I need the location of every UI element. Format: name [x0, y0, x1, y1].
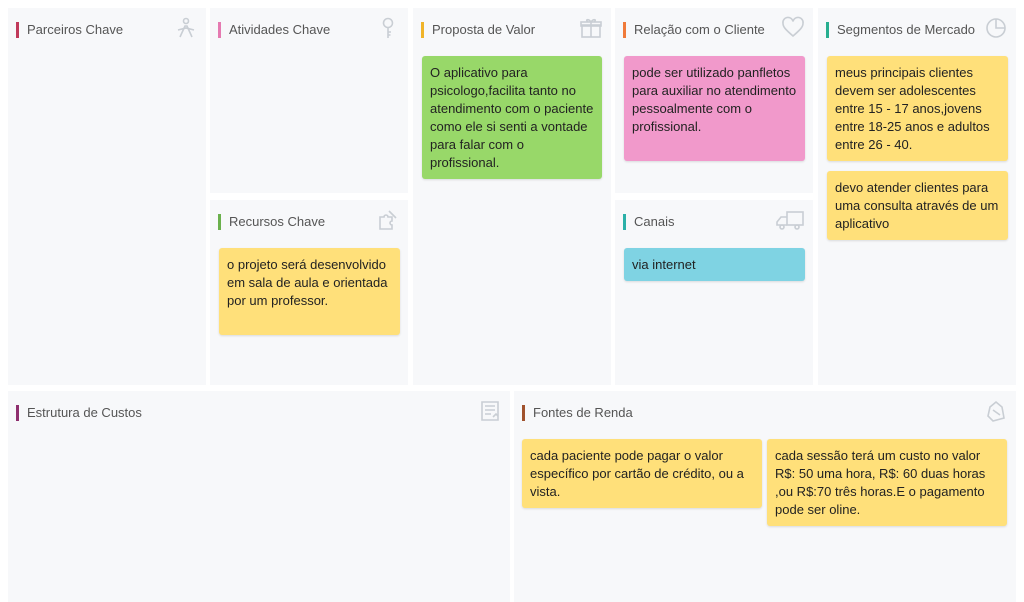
block-title: Atividades Chave: [218, 22, 330, 38]
block-value-proposition[interactable]: Proposta de Valor O aplicativo para psic…: [413, 8, 611, 385]
block-cost-structure[interactable]: Estrutura de Custos: [8, 391, 510, 602]
block-channels[interactable]: Canais via internet: [615, 200, 813, 385]
pie-chart-icon: [984, 16, 1008, 40]
truck-icon: [775, 208, 805, 232]
block-title: Canais: [623, 214, 674, 230]
block-title: Fontes de Renda: [522, 405, 633, 421]
block-key-activities[interactable]: Atividades Chave: [210, 8, 408, 193]
sticky-note[interactable]: cada sessão terá um custo no valor R$: 5…: [767, 439, 1007, 526]
gift-icon: [579, 16, 603, 40]
receipt-icon: [478, 399, 502, 423]
puzzle-icon: [376, 208, 400, 232]
block-customer-relationships[interactable]: Relação com o Cliente pode ser utilizado…: [615, 8, 813, 193]
block-title: Relação com o Cliente: [623, 22, 765, 38]
block-customer-segments[interactable]: Segmentos de Mercado meus principais cli…: [818, 8, 1016, 385]
block-title: Parceiros Chave: [16, 22, 123, 38]
block-title: Recursos Chave: [218, 214, 325, 230]
sticky-note[interactable]: meus principais clientes devem ser adole…: [827, 56, 1008, 161]
sticky-note[interactable]: o projeto será desenvolvido em sala de a…: [219, 248, 400, 335]
block-revenue-streams[interactable]: Fontes de Renda cada paciente pode pagar…: [514, 391, 1016, 602]
sticky-note[interactable]: O aplicativo para psicologo,facilita tan…: [422, 56, 602, 179]
sticky-note[interactable]: pode ser utilizado panfletos para auxili…: [624, 56, 805, 161]
block-title: Estrutura de Custos: [16, 405, 142, 421]
key-icon: [376, 16, 400, 40]
sticky-note[interactable]: devo atender clientes para uma consulta …: [827, 171, 1008, 240]
sticky-note[interactable]: cada paciente pode pagar o valor específ…: [522, 439, 762, 508]
sticky-note[interactable]: via internet: [624, 248, 805, 281]
block-key-partners[interactable]: Parceiros Chave: [8, 8, 206, 385]
block-title: Segmentos de Mercado: [826, 22, 975, 38]
heart-icon: [781, 16, 805, 40]
handshake-icon: [174, 16, 198, 40]
block-key-resources[interactable]: Recursos Chave o projeto será desenvolvi…: [210, 200, 408, 385]
money-bag-icon: [984, 399, 1008, 423]
block-title: Proposta de Valor: [421, 22, 535, 38]
